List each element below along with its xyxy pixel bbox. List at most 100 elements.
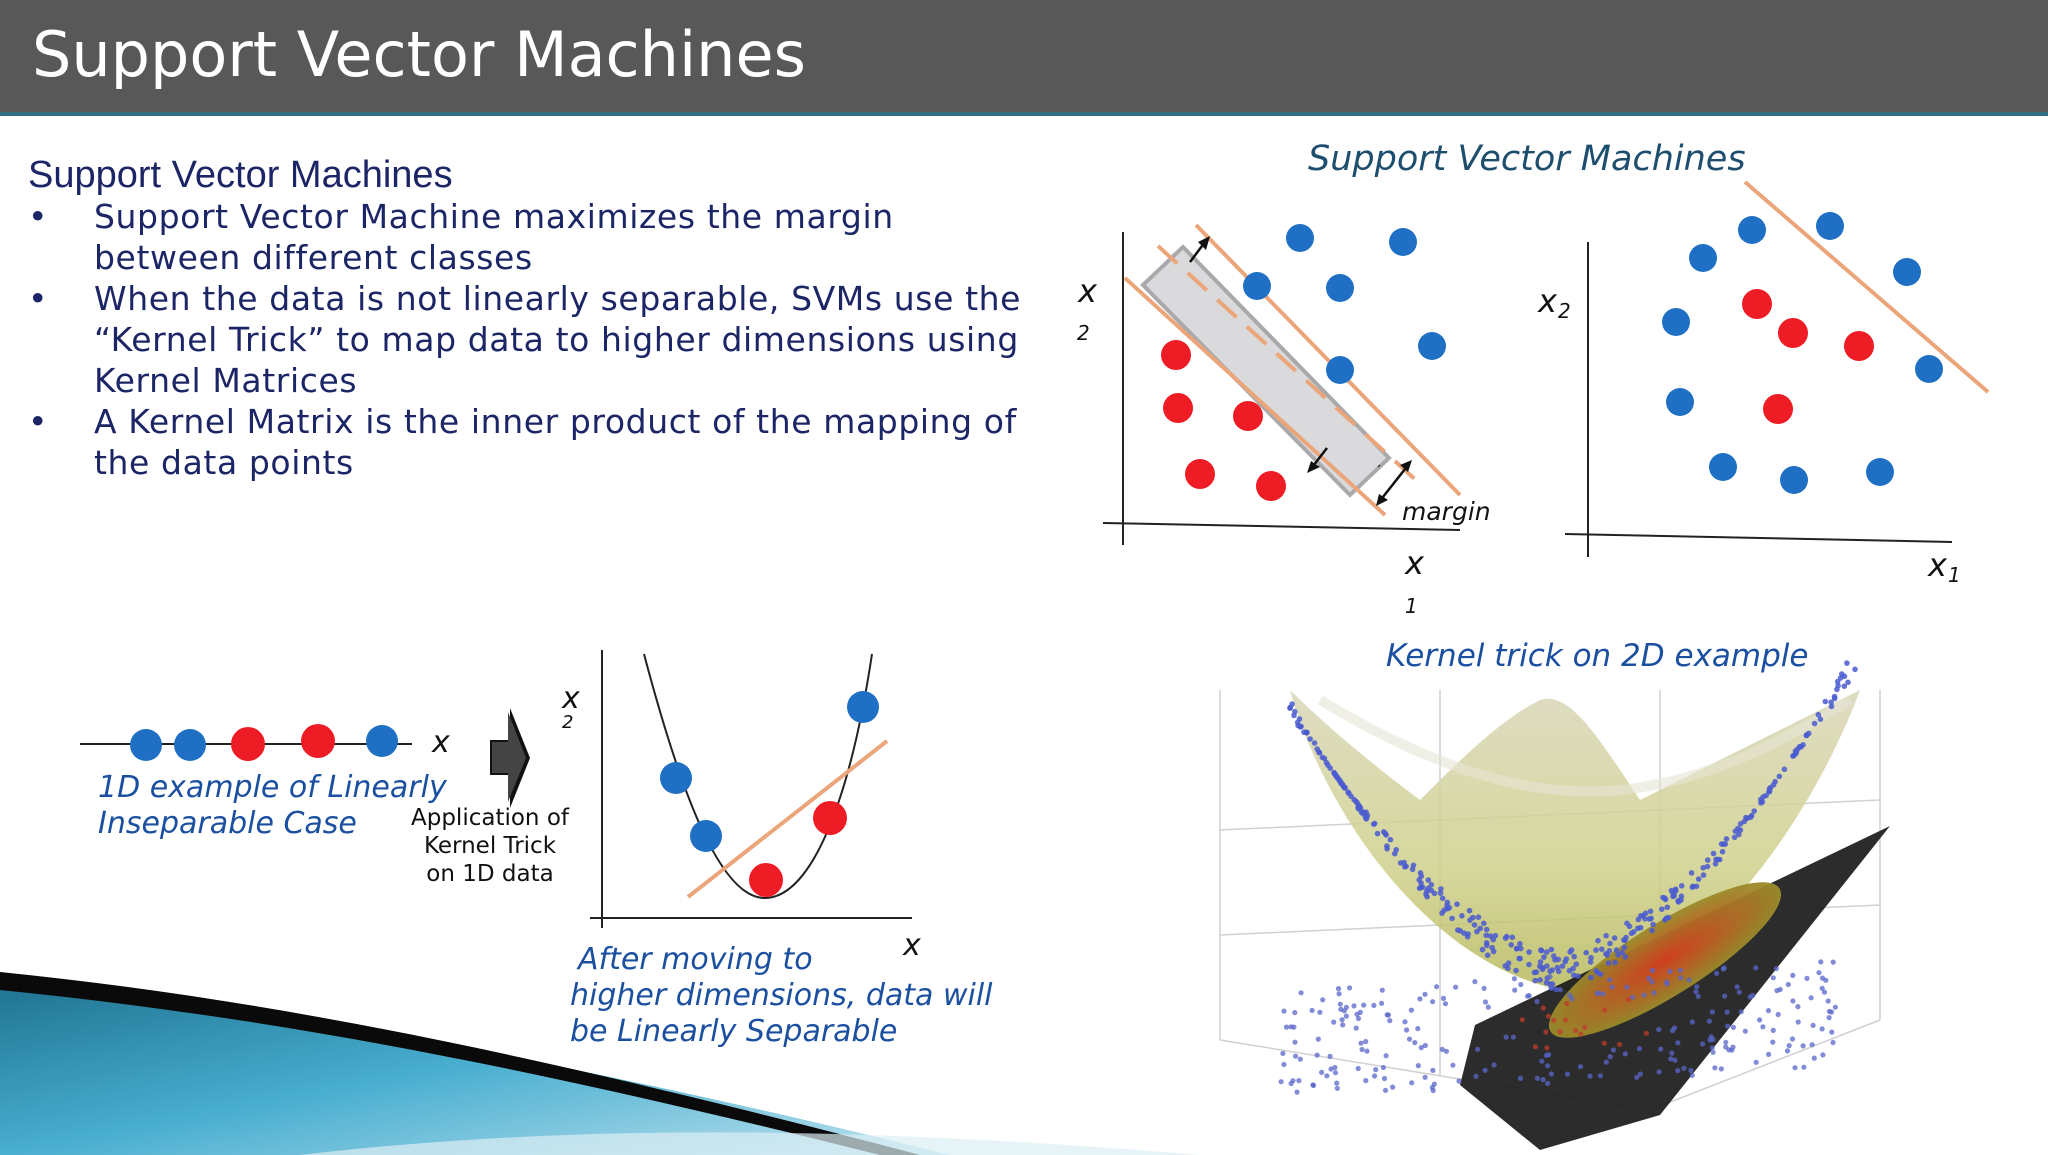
- floor-point: [1545, 1013, 1552, 1019]
- left-y-subscript: 2: [1077, 321, 1090, 345]
- floor-point: [1383, 1053, 1389, 1059]
- floor-point: [1434, 984, 1440, 990]
- floor-point: [1672, 1057, 1678, 1063]
- scatter-point: [1502, 935, 1509, 941]
- floor-point: [1543, 1029, 1549, 1035]
- scatter-point: [1424, 888, 1430, 895]
- floor-point: [1724, 1009, 1730, 1015]
- bullet-symbol: •: [28, 402, 49, 441]
- margin-arrow: [1378, 463, 1410, 503]
- red-point: [749, 863, 783, 897]
- scatter-point: [1660, 894, 1666, 901]
- floor-point: [1669, 1050, 1675, 1056]
- floor-point: [1721, 965, 1727, 971]
- floor-point: [1358, 1040, 1364, 1046]
- floor-point: [1795, 1019, 1801, 1025]
- left-x-axis: [1102, 522, 1461, 531]
- floor-point: [1430, 1087, 1436, 1094]
- floor-point: [1730, 1024, 1736, 1030]
- scatter-point: [1642, 916, 1648, 922]
- scatter-point: [1490, 936, 1496, 943]
- scatter-point: [1613, 947, 1620, 953]
- scatter-point: [1325, 762, 1331, 768]
- blue-point: [366, 725, 398, 757]
- scatter-point: [1484, 942, 1490, 949]
- floor-point: [1297, 1056, 1303, 1062]
- parabola-caption-line: After moving to: [578, 942, 813, 977]
- scatter-point: [1474, 928, 1480, 935]
- title-bar: Support Vector Machines: [0, 0, 2048, 116]
- scatter-point: [1570, 965, 1576, 972]
- scatter-point: [1593, 947, 1599, 953]
- floor-point: [1773, 966, 1779, 972]
- floor-point: [1804, 975, 1810, 982]
- red-point: [231, 727, 265, 761]
- scatter-point: [1517, 955, 1523, 962]
- right-x-label: x: [1927, 546, 1948, 584]
- floor-point: [1336, 991, 1342, 997]
- floor-point: [1819, 975, 1826, 981]
- floor-point: [1636, 1046, 1642, 1052]
- scatter-point: [1612, 959, 1618, 966]
- floor-point: [1809, 1042, 1815, 1048]
- floor-point: [1453, 984, 1459, 990]
- scatter-point: [1467, 917, 1473, 923]
- scatter-point: [1454, 901, 1460, 907]
- scatter-point: [1382, 830, 1389, 837]
- floor-point: [1675, 1040, 1681, 1046]
- scatter-point: [1678, 883, 1685, 889]
- scatter-point: [1794, 746, 1801, 752]
- scatter-point: [1731, 834, 1738, 841]
- scatter-point: [1635, 916, 1642, 923]
- kernel-trick-label-line: Application of: [411, 805, 569, 831]
- floor-point: [1734, 984, 1740, 990]
- floor-point: [1357, 1009, 1363, 1016]
- blue-point: [1893, 258, 1921, 286]
- scatter-point: [1664, 904, 1671, 911]
- floor-point: [1512, 987, 1518, 993]
- floor-point: [1656, 1069, 1662, 1075]
- floor-point: [1442, 1001, 1449, 1007]
- scatter-point: [1479, 946, 1486, 953]
- scatter-point: [1781, 766, 1788, 773]
- floor-point: [1518, 981, 1524, 988]
- floor-point: [1409, 1080, 1415, 1086]
- floor-point: [1643, 1030, 1649, 1036]
- floor-point: [1784, 1048, 1791, 1054]
- floor-point: [1830, 959, 1836, 965]
- scatter-point: [1710, 850, 1717, 857]
- floor-point: [1689, 1072, 1695, 1078]
- floor-point: [1557, 1029, 1563, 1035]
- scatter-point: [1815, 711, 1822, 718]
- floor-point: [1310, 1082, 1316, 1088]
- floor-point: [1355, 1065, 1361, 1072]
- floor-point: [1609, 984, 1615, 990]
- floor-point: [1545, 1080, 1551, 1086]
- scatter-point: [1766, 789, 1772, 795]
- floor-point: [1341, 1008, 1347, 1014]
- floor-point: [1415, 1063, 1421, 1069]
- scatter-point: [1437, 890, 1444, 896]
- floor-point: [1290, 1078, 1296, 1084]
- parabola-y-subscript: 2: [562, 712, 573, 733]
- floor-point: [1688, 1067, 1694, 1074]
- floor-point: [1355, 1015, 1362, 1022]
- scatter-point: [1541, 954, 1547, 960]
- scatter-point: [1659, 906, 1665, 912]
- scatter-point: [1438, 886, 1444, 892]
- floor-point: [1634, 1074, 1640, 1080]
- floor-point: [1359, 1046, 1365, 1053]
- floor-point: [1439, 1046, 1445, 1052]
- blue-point: [1709, 453, 1737, 481]
- scatter-point: [1559, 963, 1566, 969]
- scatter-point: [1603, 951, 1609, 957]
- blue-point: [847, 691, 879, 723]
- blue-point: [660, 762, 692, 794]
- scatter-point: [1611, 935, 1618, 941]
- floor-point: [1774, 988, 1780, 994]
- floor-point: [1770, 1039, 1776, 1045]
- scatter-point: [1505, 960, 1512, 966]
- parabola-y-label: x: [561, 681, 580, 716]
- blue-point: [1326, 274, 1354, 302]
- floor-point: [1667, 968, 1673, 975]
